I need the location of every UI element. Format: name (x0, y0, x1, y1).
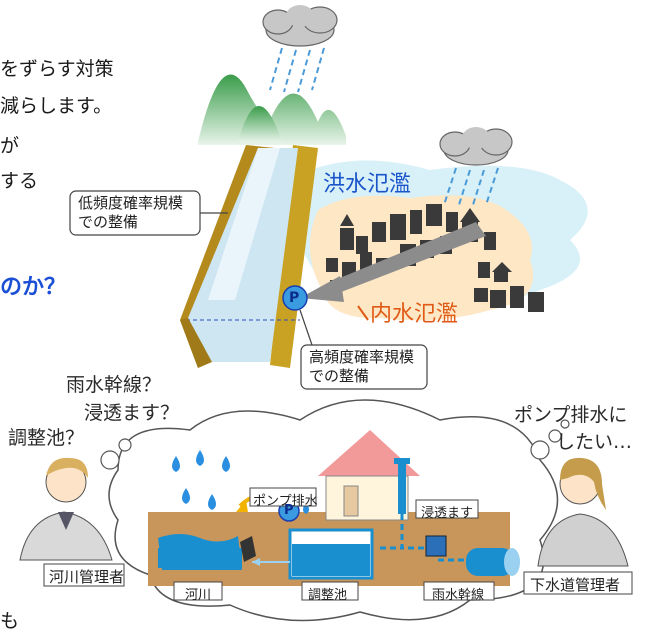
cross-section (148, 430, 520, 586)
low-frequency-label-2: での整備 (78, 213, 139, 231)
tag-river: 河川 (185, 588, 212, 603)
intro-line-1: をずらす対策 (0, 58, 114, 80)
cross-section-pump-letter: P (284, 503, 294, 518)
intro-line-3: が (0, 135, 20, 157)
tag-infiltration-basin: 浸透ます (421, 506, 474, 521)
thought-pump-1: ポンプ排水に (514, 404, 628, 426)
inner-flood-label: 内水氾濫 (370, 302, 459, 327)
intro-line-4: する (0, 170, 39, 192)
thought-infiltration: 浸透ます？ (84, 402, 180, 424)
flood-label: 洪水氾濫 (323, 172, 412, 197)
pump-letter: P (289, 290, 300, 306)
thought-trunk-sewer: 雨水幹線？ (66, 374, 162, 396)
bottom-fragment: も (0, 610, 20, 632)
tag-pump-drain: ポンプ排水 (253, 494, 318, 509)
question-fragment: のか？ (0, 275, 67, 300)
river-channel (180, 145, 318, 368)
callout-high-frequency (299, 309, 428, 390)
tag-trunk-sewer: 雨水幹線 (432, 588, 485, 603)
mountains (198, 74, 346, 145)
upper-rain-cloud (262, 5, 338, 93)
river-manager-figure (19, 457, 113, 561)
sewer-manager-figure (537, 457, 629, 567)
inner-flood-leader (357, 305, 369, 321)
right-rain-cloud (439, 127, 513, 209)
high-frequency-label-2: での整備 (309, 367, 370, 385)
intro-line-2: 減らします。 (0, 95, 113, 117)
pump-icon (282, 285, 308, 311)
role-river-manager: 河川管理者 (49, 568, 125, 586)
callout-low-frequency (69, 190, 228, 236)
thought-pump-2: したい… (556, 431, 633, 453)
low-frequency-label-1: 低頻度確率規模 (78, 194, 184, 212)
role-sewer-manager: 下水道管理者 (530, 576, 621, 594)
inflow-arrow (300, 222, 486, 302)
tag-retention-pond: 調整池 (308, 588, 348, 603)
thought-retention: 調整池？ (8, 427, 85, 449)
high-frequency-label-1: 高頻度確率規模 (309, 348, 415, 366)
tag-boxes (43, 487, 633, 601)
